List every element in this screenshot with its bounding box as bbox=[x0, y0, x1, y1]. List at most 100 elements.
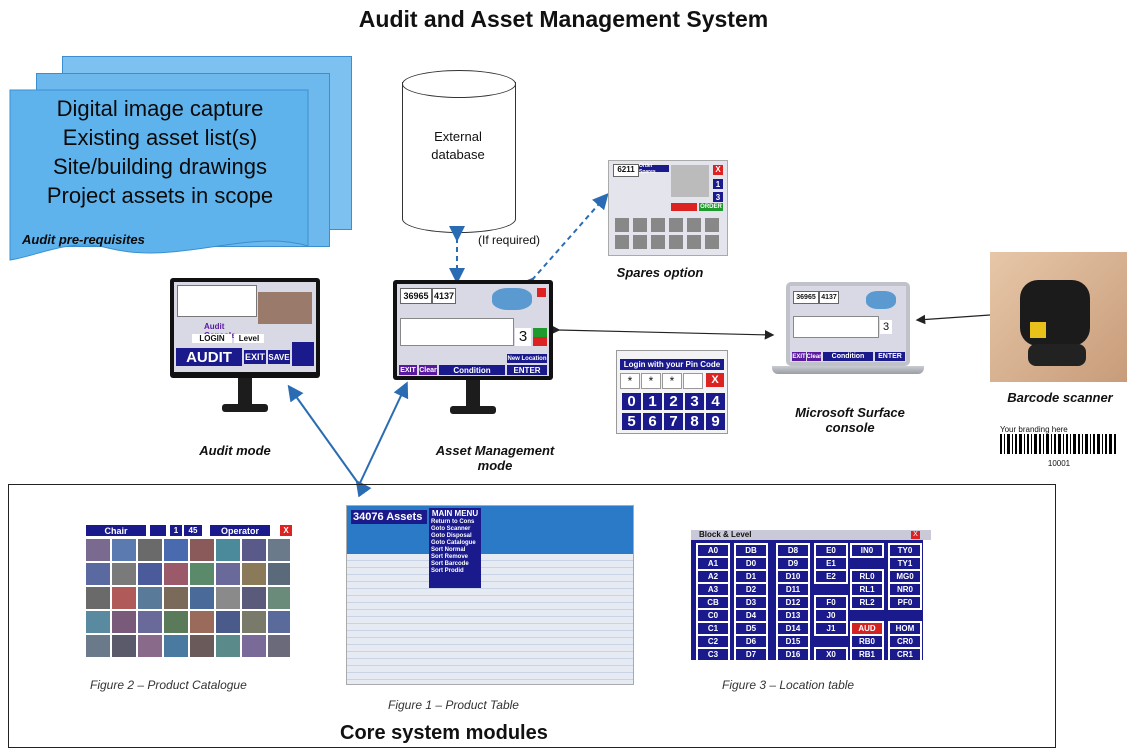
location-cell[interactable]: RB1 bbox=[850, 647, 884, 662]
catalogue-close-button[interactable]: X bbox=[280, 525, 292, 536]
location-cell[interactable]: MG0 bbox=[888, 569, 922, 584]
pin-key[interactable]: 3 bbox=[685, 393, 704, 410]
location-cell[interactable]: HOM bbox=[888, 621, 922, 636]
database-label-line: database bbox=[431, 147, 485, 162]
pin-key[interactable]: 4 bbox=[706, 393, 725, 410]
exit-button[interactable]: EXIT bbox=[244, 350, 266, 364]
catalogue-small-button[interactable] bbox=[150, 525, 166, 536]
location-cell[interactable]: NR0 bbox=[888, 582, 922, 597]
condition-button[interactable]: Condition bbox=[439, 365, 505, 375]
location-cell[interactable]: D16 bbox=[776, 647, 810, 662]
location-cell[interactable]: D9 bbox=[776, 556, 810, 571]
enter-button[interactable]: ENTER bbox=[875, 352, 905, 361]
location-cell[interactable]: F0 bbox=[814, 595, 848, 610]
location-cell[interactable]: D8 bbox=[776, 543, 810, 558]
scanner-photo bbox=[990, 252, 1127, 382]
location-cell[interactable]: TY1 bbox=[888, 556, 922, 571]
location-cell[interactable]: D11 bbox=[776, 582, 810, 597]
save-button[interactable]: SAVE bbox=[268, 350, 290, 364]
pin-key[interactable]: 7 bbox=[664, 413, 683, 430]
menu-item[interactable]: Sort Remove bbox=[431, 554, 469, 560]
menu-item[interactable]: Sort Normal bbox=[431, 547, 466, 553]
location-cell[interactable]: D2 bbox=[734, 582, 768, 597]
location-cell[interactable]: A3 bbox=[696, 582, 730, 597]
location-cell[interactable]: RL2 bbox=[850, 595, 884, 610]
location-cell[interactable]: D12 bbox=[776, 595, 810, 610]
pin-key[interactable]: 0 bbox=[622, 393, 641, 410]
audit-side-button[interactable] bbox=[292, 342, 314, 366]
spares-link-arrow bbox=[518, 192, 609, 295]
location-cell[interactable]: RB0 bbox=[850, 634, 884, 649]
location-cell[interactable]: D7 bbox=[734, 647, 768, 662]
asset-photo bbox=[492, 288, 532, 310]
asset-monitor-stand bbox=[466, 380, 480, 408]
location-cell[interactable]: E2 bbox=[814, 569, 848, 584]
pin-key[interactable]: 9 bbox=[706, 413, 725, 430]
clear-button[interactable]: Clear bbox=[806, 352, 822, 361]
exit-button[interactable]: EXIT bbox=[399, 365, 417, 375]
laptop-base bbox=[772, 366, 924, 374]
location-cell[interactable]: CB bbox=[696, 595, 730, 610]
pin-key[interactable]: 6 bbox=[643, 413, 662, 430]
location-cell[interactable]: D4 bbox=[734, 608, 768, 623]
new-location-button[interactable]: New Location bbox=[507, 354, 547, 363]
location-cell[interactable]: IN0 bbox=[850, 543, 884, 558]
pin-key[interactable]: 2 bbox=[664, 393, 683, 410]
location-cell[interactable]: C2 bbox=[696, 634, 730, 649]
spares-red-button[interactable] bbox=[671, 203, 697, 211]
spares-header: Order Spares bbox=[639, 163, 669, 175]
location-cell[interactable]: D14 bbox=[776, 621, 810, 636]
pin-code-panel: Login with your Pin Code * * * X 0 1 2 3… bbox=[616, 350, 728, 434]
menu-item[interactable]: Goto Disposal bbox=[431, 533, 472, 539]
location-cell[interactable]: A2 bbox=[696, 569, 730, 584]
menu-item[interactable]: Sort Barcode bbox=[431, 561, 469, 567]
location-cell[interactable]: RL1 bbox=[850, 582, 884, 597]
pin-close-button[interactable]: X bbox=[706, 373, 724, 387]
menu-item[interactable]: Return to Cons bbox=[431, 519, 475, 525]
pin-key[interactable]: 1 bbox=[643, 393, 662, 410]
clear-button[interactable]: Clear bbox=[419, 365, 437, 375]
pin-key[interactable]: 5 bbox=[622, 413, 641, 430]
location-cell[interactable]: D13 bbox=[776, 608, 810, 623]
location-close-button[interactable]: X bbox=[911, 531, 920, 539]
location-cell[interactable]: DB bbox=[734, 543, 768, 558]
order-button[interactable]: ORDER bbox=[699, 203, 723, 211]
location-cell[interactable]: C0 bbox=[696, 608, 730, 623]
location-cell[interactable]: CR1 bbox=[888, 647, 922, 662]
location-cell[interactable]: D10 bbox=[776, 569, 810, 584]
location-cell[interactable]: D3 bbox=[734, 595, 768, 610]
location-cell[interactable]: RL0 bbox=[850, 569, 884, 584]
location-cell[interactable]: X0 bbox=[814, 647, 848, 662]
location-cell[interactable]: CR0 bbox=[888, 634, 922, 649]
location-cell[interactable]: C3 bbox=[696, 647, 730, 662]
location-cell[interactable]: A0 bbox=[696, 543, 730, 558]
location-cell[interactable]: D0 bbox=[734, 556, 768, 571]
location-cell[interactable]: TY0 bbox=[888, 543, 922, 558]
location-cell[interactable]: D15 bbox=[776, 634, 810, 649]
surface-num2: 4137 bbox=[819, 291, 839, 304]
location-cell[interactable]: D6 bbox=[734, 634, 768, 649]
menu-item[interactable]: Sort Prodid bbox=[431, 568, 464, 574]
location-cell[interactable]: E0 bbox=[814, 543, 848, 558]
audit-button[interactable]: AUDIT bbox=[176, 348, 242, 366]
location-cell[interactable]: C1 bbox=[696, 621, 730, 636]
location-cell[interactable]: AUD bbox=[850, 621, 884, 636]
condition-button[interactable]: Condition bbox=[823, 352, 873, 361]
enter-button[interactable]: ENTER bbox=[507, 365, 547, 375]
menu-item[interactable]: Goto Scanner bbox=[431, 526, 471, 532]
location-cell[interactable]: J1 bbox=[814, 621, 848, 636]
location-cell[interactable]: E1 bbox=[814, 556, 848, 571]
exit-button[interactable]: EXIT bbox=[792, 352, 806, 361]
location-cell[interactable]: A1 bbox=[696, 556, 730, 571]
surface-detail-table bbox=[793, 316, 879, 338]
close-icon[interactable]: X bbox=[713, 165, 723, 175]
login-button[interactable]: LOGIN bbox=[192, 334, 232, 343]
menu-item[interactable]: Goto Catalogue bbox=[431, 540, 476, 546]
location-cell[interactable]: J0 bbox=[814, 608, 848, 623]
location-cell[interactable]: D5 bbox=[734, 621, 768, 636]
location-cell[interactable]: PF0 bbox=[888, 595, 922, 610]
close-icon[interactable] bbox=[537, 288, 546, 297]
pin-key[interactable]: 8 bbox=[685, 413, 704, 430]
barcode-label: Your branding here 10001 bbox=[1000, 425, 1118, 468]
location-cell[interactable]: D1 bbox=[734, 569, 768, 584]
